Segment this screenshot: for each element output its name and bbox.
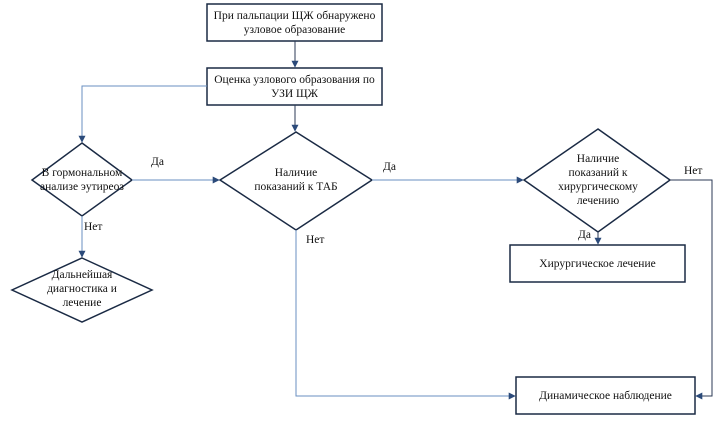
tab-indications-label: Наличие показаний к ТАБ	[254, 167, 338, 193]
observation-label: Динамическое наблюдение	[539, 389, 672, 402]
surgery-indications-label: Наличие показаний к хирургическому лечен…	[558, 153, 638, 207]
edge-label-hormonal-no: Нет	[84, 221, 103, 233]
usg-box	[206, 67, 383, 106]
usg-label: Оценка узлового образования по УЗИ ЩЖ	[214, 73, 375, 100]
further-dx-label: Дальнейшая диагностика и лечение	[47, 269, 117, 309]
edge-label-hormonal-yes: Да	[151, 156, 164, 168]
arrow-surgery-no-to-observation	[670, 179, 713, 400]
observation-box	[515, 376, 696, 415]
surgery-box	[509, 244, 686, 283]
edge-label-surgery-yes: Да	[578, 229, 591, 241]
surgery-label: Хирургическое лечение	[539, 257, 656, 270]
start-box	[206, 3, 383, 42]
edge-label-tab-no: Нет	[306, 234, 325, 246]
hormonal-label: В гормональном анализе эутиреоз	[40, 167, 124, 193]
start-label: При пальпации ЩЖ обнаружено узловое обра…	[213, 9, 376, 36]
arrow-tab-no-to-observation	[295, 230, 516, 400]
edge-label-tab-yes: Да	[383, 161, 396, 173]
edge-label-surgery-no: Нет	[684, 165, 703, 177]
further-dx-diamond	[10, 257, 154, 323]
arrow-usg-to-hormonal	[78, 85, 207, 143]
